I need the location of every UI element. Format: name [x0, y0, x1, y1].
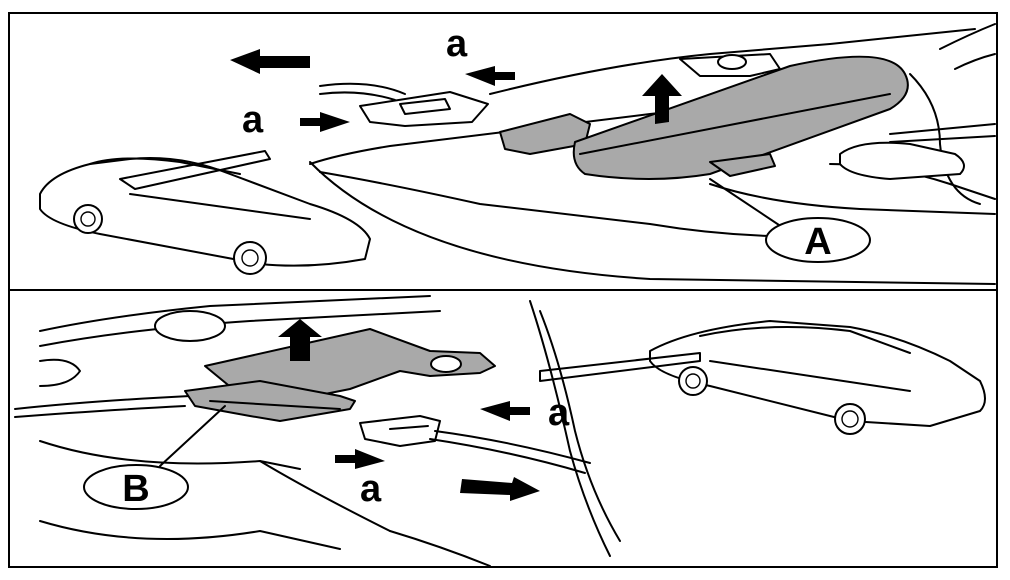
headliner-contour	[39, 358, 81, 387]
headliner-contour	[39, 520, 341, 550]
press-arrow-icon	[480, 401, 530, 421]
headliner-contour	[39, 310, 441, 347]
headliner-contour	[309, 161, 996, 285]
lift-arrow-icon	[642, 74, 682, 124]
connector-plug	[319, 82, 489, 127]
leader-line	[709, 178, 786, 230]
headliner-contour	[939, 23, 996, 50]
bottom-diagram: a a B	[14, 295, 986, 566]
press-arrow-icon	[335, 449, 385, 469]
pull-arrow-icon	[460, 477, 540, 501]
headliner-contour	[389, 530, 491, 566]
headliner-contour	[709, 183, 996, 215]
bottom-panel: a a B	[8, 289, 998, 568]
top-diagram: a a A	[39, 23, 996, 285]
headliner-contour	[954, 53, 996, 70]
headliner-contour	[909, 73, 981, 205]
cable	[889, 135, 996, 143]
connector-plug	[359, 415, 591, 474]
callout-a-letter: A	[804, 221, 831, 263]
pull-arrow-icon	[230, 49, 310, 74]
callout-b-letter: B	[122, 468, 149, 510]
control-module-b	[184, 328, 496, 422]
leader-line	[159, 405, 226, 467]
headliner-contour	[529, 300, 611, 557]
callout-b	[83, 464, 189, 510]
headliner-contour	[39, 440, 301, 470]
cable	[889, 123, 996, 135]
vehicle-illustration	[39, 150, 371, 275]
headliner-contour	[319, 171, 771, 237]
headliner-contour	[39, 295, 431, 332]
roof-console	[154, 310, 226, 342]
control-module-a	[499, 53, 909, 180]
top-panel: a a A	[8, 12, 998, 291]
arrow-label-a: a	[446, 23, 468, 65]
cable	[14, 395, 191, 410]
press-arrow-icon	[465, 66, 515, 86]
arrow-label-a: a	[242, 99, 264, 141]
lift-arrow-icon	[278, 319, 322, 361]
headliner-contour	[539, 310, 621, 542]
arrow-label-a: a	[548, 392, 570, 434]
headliner-contour	[489, 28, 976, 95]
arrow-label-a: a	[360, 468, 382, 510]
cable	[14, 405, 186, 418]
headliner-contour	[259, 460, 391, 532]
callout-a	[765, 217, 871, 263]
vehicle-illustration	[539, 320, 986, 435]
roof-console	[839, 141, 965, 180]
press-arrow-icon	[300, 112, 350, 132]
